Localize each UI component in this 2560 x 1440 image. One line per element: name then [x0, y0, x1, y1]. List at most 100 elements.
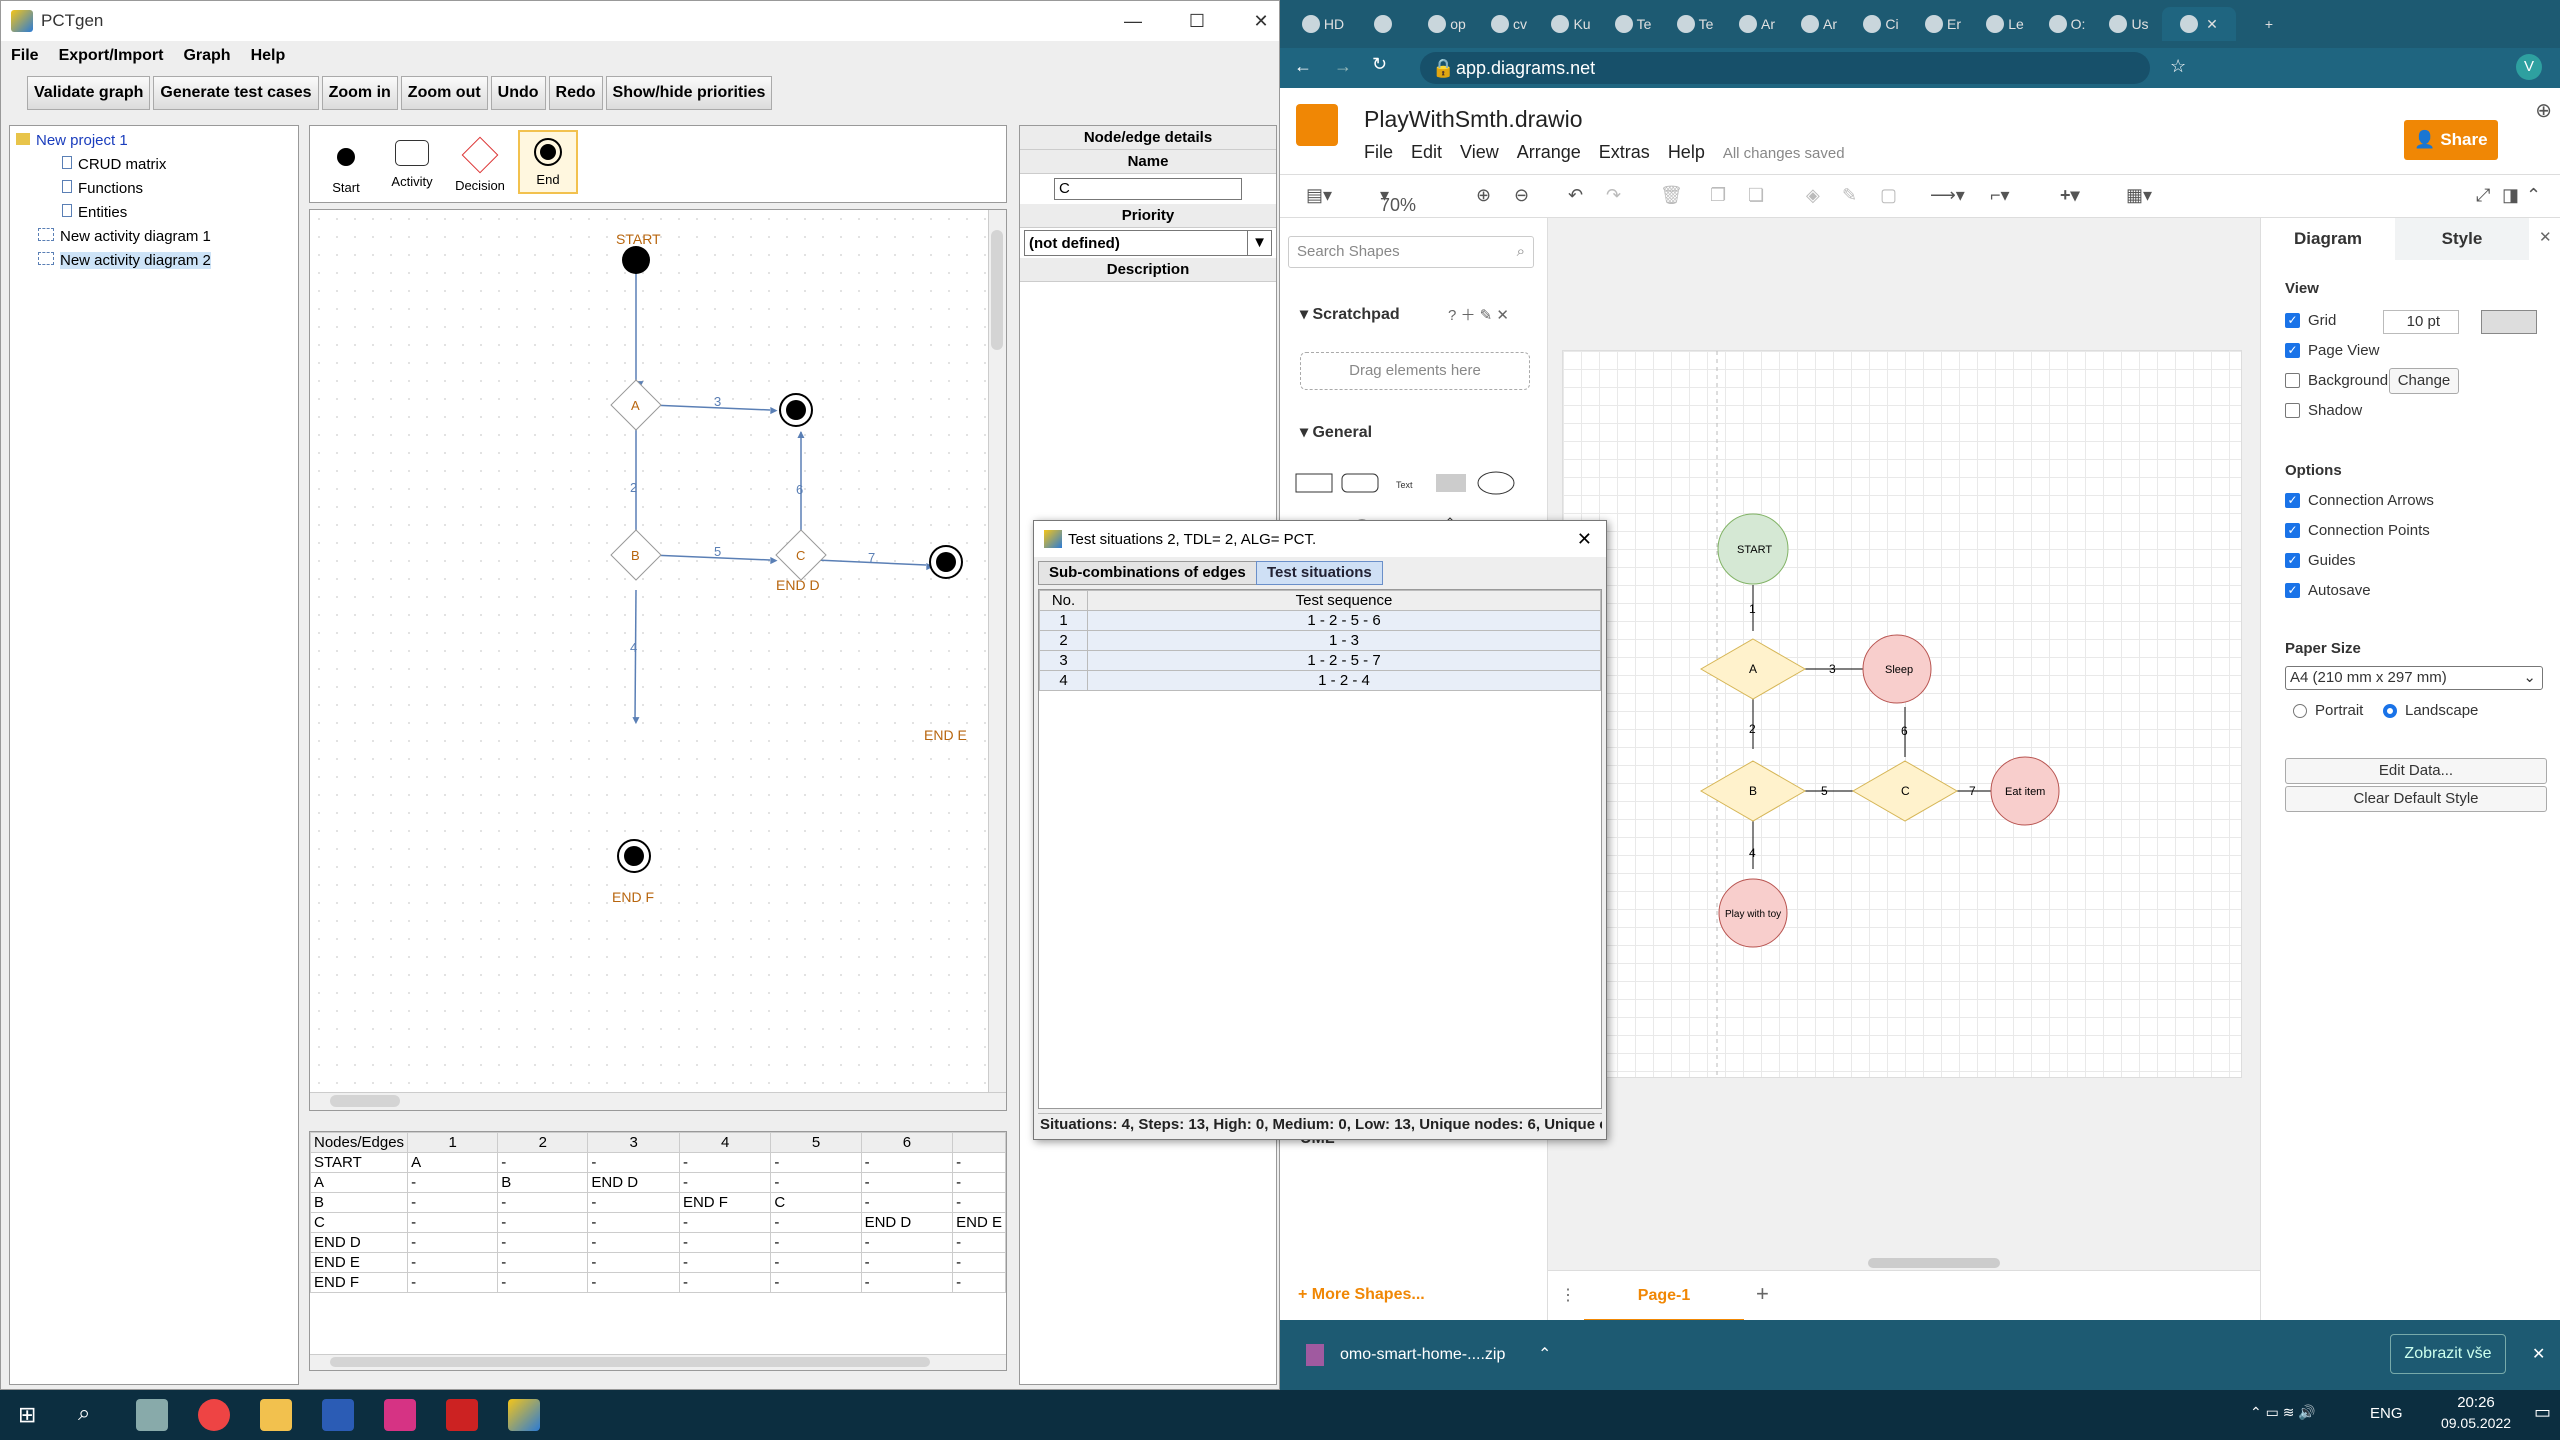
scratchpad-title[interactable]: ▾ Scratchpad: [1300, 306, 1400, 323]
end-f-node[interactable]: [617, 839, 651, 873]
edge-line-4[interactable]: [634, 589, 637, 721]
portrait-option[interactable]: Portrait: [2293, 702, 2363, 719]
url-input[interactable]: 🔒app.diagrams.net: [1420, 52, 2150, 84]
show-hide-priorities-button[interactable]: Show/hide priorities: [605, 76, 773, 110]
landscape-option[interactable]: Landscape: [2383, 702, 2478, 719]
browser-tab[interactable]: Ci: [1852, 7, 1910, 41]
grid-cell[interactable]: END F: [678, 1192, 772, 1213]
share-button[interactable]: 👤 Share: [2404, 120, 2498, 160]
delete-icon[interactable]: 🗑: [1660, 185, 1683, 205]
tab-diagram[interactable]: Diagram: [2293, 229, 2363, 248]
end-d-node[interactable]: [779, 393, 813, 427]
grid-cell[interactable]: -: [770, 1212, 862, 1233]
tray-icons[interactable]: ⌃ ▭ ≋ 🔊: [2250, 1404, 2316, 1420]
grid-cell[interactable]: END D: [860, 1212, 954, 1233]
menu-help[interactable]: Help: [1667, 142, 1705, 162]
table-icon[interactable]: ▦▾: [2126, 185, 2153, 205]
star-icon[interactable]: ☆: [2170, 56, 2187, 76]
grid-cell[interactable]: -: [497, 1192, 589, 1213]
palette-activity[interactable]: Activity: [382, 138, 442, 189]
dio-node-eat[interactable]: Eat item: [1990, 756, 2060, 826]
tree-item-entities[interactable]: Entities: [62, 204, 127, 221]
globe-icon[interactable]: ⊕: [2535, 100, 2552, 122]
end-e-node[interactable]: [929, 545, 963, 579]
browser-tab[interactable]: ✕: [2162, 7, 2236, 41]
dio-node-start[interactable]: START: [1717, 513, 1789, 585]
autosave-option[interactable]: ✓Autosave: [2285, 582, 2371, 599]
browser-tab[interactable]: Te: [1604, 7, 1662, 41]
grid-cell[interactable]: -: [587, 1272, 680, 1293]
grid-cell[interactable]: -: [407, 1212, 499, 1233]
collapse-icon[interactable]: ⌃: [2526, 185, 2542, 205]
grid-cell[interactable]: -: [952, 1152, 1006, 1173]
menu-graph[interactable]: Graph: [183, 47, 231, 64]
grid-cell[interactable]: END E: [952, 1212, 1006, 1233]
grid-cell[interactable]: -: [860, 1192, 954, 1213]
more-shapes-button[interactable]: + More Shapes...: [1298, 1286, 1425, 1303]
close-format-icon[interactable]: ✕: [2539, 229, 2552, 246]
grid-cell[interactable]: END D: [587, 1172, 680, 1193]
grid-cell[interactable]: -: [770, 1232, 862, 1253]
general-title[interactable]: ▾ General: [1300, 424, 1373, 441]
tab-style[interactable]: Style: [2395, 218, 2529, 260]
dio-node-a[interactable]: A: [1699, 638, 1807, 700]
to-front-icon[interactable]: ❐: [1710, 185, 1727, 205]
waypoints-icon[interactable]: ⌐▾: [1990, 185, 2010, 205]
guides-option[interactable]: ✓Guides: [2285, 552, 2356, 569]
fill-color-icon[interactable]: ◈: [1806, 185, 1820, 205]
shadow-option[interactable]: Shadow: [2285, 402, 2362, 419]
file-explorer-icon[interactable]: [260, 1399, 292, 1431]
change-background-button[interactable]: Change: [2389, 368, 2459, 394]
grid-cell[interactable]: -: [952, 1192, 1006, 1213]
undo-icon[interactable]: ↶: [1568, 185, 1584, 205]
undo-button[interactable]: Undo: [490, 76, 546, 110]
grid-cell[interactable]: -: [497, 1272, 589, 1293]
browser-tab[interactable]: cv: [1480, 7, 1538, 41]
grid-cell[interactable]: -: [770, 1252, 862, 1273]
grid-cell[interactable]: -: [860, 1272, 954, 1293]
connection-points-option[interactable]: ✓Connection Points: [2285, 522, 2430, 539]
grid-cell[interactable]: -: [952, 1172, 1006, 1193]
grid-cell[interactable]: -: [678, 1152, 772, 1173]
windows-start-icon[interactable]: ⊞: [18, 1402, 37, 1427]
redo-icon[interactable]: ↷: [1606, 185, 1622, 205]
menu-file[interactable]: File: [1364, 142, 1394, 162]
browser-tab[interactable]: O:: [2038, 7, 2096, 41]
page-tab-1[interactable]: Page-1: [1584, 1271, 1744, 1321]
zoom-out-icon[interactable]: ⊖: [1514, 185, 1530, 205]
menu-extras[interactable]: Extras: [1598, 142, 1650, 162]
notifications-icon[interactable]: ▭: [2534, 1402, 2552, 1422]
priority-select[interactable]: (not defined) ▼: [1024, 230, 1272, 256]
clock-time[interactable]: 20:26: [2457, 1394, 2495, 1411]
dio-node-play[interactable]: Play with toy: [1718, 878, 1788, 948]
profile-avatar[interactable]: V: [2516, 54, 2542, 80]
zoom-out-button[interactable]: Zoom out: [400, 76, 488, 110]
background-option[interactable]: Background: [2285, 372, 2388, 389]
grid-cell[interactable]: -: [587, 1252, 680, 1273]
grid-cell[interactable]: -: [860, 1172, 954, 1193]
tree-item-crud[interactable]: CRUD matrix: [62, 156, 166, 173]
format-panel-icon[interactable]: ▤▾: [1306, 185, 1333, 205]
grid-cell[interactable]: -: [587, 1232, 680, 1253]
grid-cell[interactable]: -: [678, 1252, 772, 1273]
grid-cell[interactable]: -: [497, 1232, 589, 1253]
table-row[interactable]: END F-------: [309, 1272, 1006, 1293]
pctgen-taskbar-icon[interactable]: [508, 1399, 540, 1431]
grid-cell[interactable]: C: [770, 1192, 862, 1213]
browser-tab[interactable]: HD: [1294, 7, 1352, 41]
grid-cell[interactable]: -: [860, 1252, 954, 1273]
grid-cell[interactable]: -: [407, 1172, 499, 1193]
grid-color-swatch[interactable]: [2481, 310, 2537, 334]
grid-cell[interactable]: -: [497, 1252, 589, 1273]
decision-b[interactable]: [610, 529, 662, 581]
generate-test-cases-button[interactable]: Generate test cases: [153, 76, 319, 110]
reload-icon[interactable]: ↻: [1372, 54, 1388, 74]
redo-button[interactable]: Redo: [548, 76, 603, 110]
grid-cell[interactable]: -: [770, 1152, 862, 1173]
validate-graph-button[interactable]: Validate graph: [27, 76, 151, 110]
